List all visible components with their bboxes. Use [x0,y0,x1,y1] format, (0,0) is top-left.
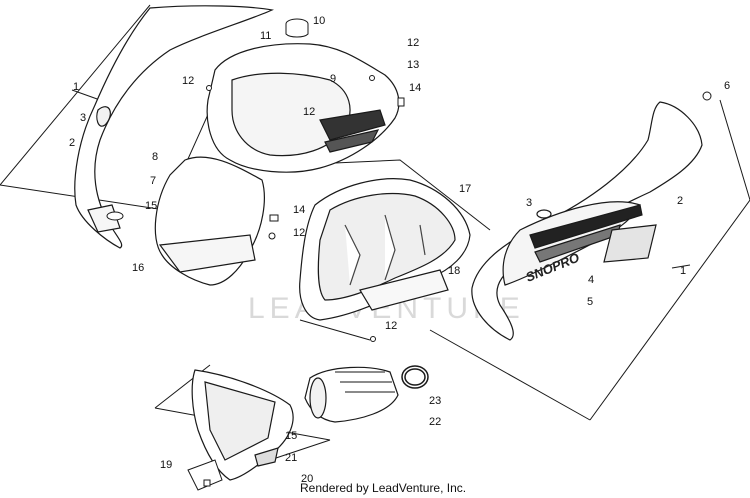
grommet [106,211,124,221]
callout-22: 22 [429,416,441,428]
callout-6: 6 [724,80,730,92]
callout-9: 9 [330,73,336,85]
left-side-panel [74,5,274,249]
callout-11: 11 [260,30,271,42]
right-side-panel [471,101,703,341]
leader-lines-right [429,99,750,421]
air-duct [304,366,399,423]
callout-21: 21 [285,452,297,464]
callout-8: 8 [152,151,158,163]
callout-23: 23 [429,395,441,407]
callout-15b: 15 [285,430,297,442]
storage-tub [299,178,471,321]
callout-7: 7 [150,175,156,187]
callout-15: 15 [145,200,157,212]
callout-3: 3 [80,112,86,124]
render-credit: Rendered by LeadVenture, Inc. [300,481,467,495]
callout-10: 10 [313,15,325,27]
callout-2b: 2 [677,195,683,207]
callout-14b: 14 [293,204,305,216]
callout-2: 2 [69,137,75,149]
hose-clamp [401,365,429,389]
callout-17: 17 [459,183,471,195]
lower-nose-panel [191,369,294,481]
callout-12d: 12 [293,227,305,239]
callout-5: 5 [587,296,593,308]
upper-hood [206,43,400,173]
bracket [187,459,223,491]
callout-1: 1 [73,81,79,93]
callout-18: 18 [448,265,460,277]
callout-3b: 3 [526,197,532,209]
callout-12e: 12 [385,320,397,332]
lower-front-hood [154,156,265,286]
callout-14: 14 [409,82,421,94]
callout-4: 4 [588,274,594,286]
callout-16: 16 [132,262,144,274]
callout-labels: 1 3 2 7 8 15 16 11 10 12 9 12 12 13 14 1… [69,15,730,485]
callout-12b: 12 [303,106,315,118]
callout-19: 19 [160,459,172,471]
fasteners [206,75,712,342]
callout-13: 13 [407,59,419,71]
callout-12c: 12 [407,37,419,49]
callout-20: 20 [301,473,313,485]
callout-12: 12 [182,75,194,87]
filler-cap [285,18,309,38]
callout-1b: 1 [680,265,686,277]
